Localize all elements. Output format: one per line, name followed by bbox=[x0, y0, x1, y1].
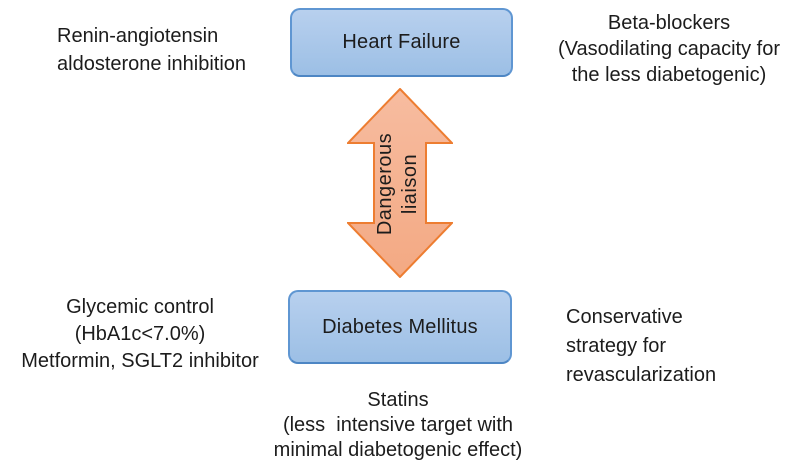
node-diabetes-mellitus-label: Diabetes Mellitus bbox=[322, 315, 478, 338]
node-heart-failure-label: Heart Failure bbox=[342, 31, 461, 53]
annotation-line: (Vasodilating capacity for bbox=[558, 38, 780, 60]
annotation-glycemic-control: Glycemic control (HbA1c<7.0%) Metformin,… bbox=[4, 294, 276, 375]
annotation-line: aldosterone inhibition bbox=[57, 53, 247, 75]
arrow-label-line: liaison bbox=[399, 153, 421, 215]
annotation-line: (less intensive target with bbox=[282, 414, 514, 436]
annotation-line: Statins bbox=[367, 389, 429, 411]
annotation-raas-inhibition: Renin-angiotensin aldosterone inhibition bbox=[57, 22, 246, 78]
annotation-line: Metformin, SGLT2 inhibitor bbox=[21, 350, 259, 372]
annotation-line: Glycemic control bbox=[66, 296, 214, 318]
annotation-line: revascularization bbox=[566, 364, 717, 386]
annotation-line: Renin-angiotensin bbox=[57, 25, 219, 47]
annotation-line: (HbA1c<7.0%) bbox=[74, 323, 206, 345]
annotation-line: Beta-blockers bbox=[607, 12, 731, 34]
annotation-line: the less diabetogenic) bbox=[571, 64, 767, 86]
annotation-conservative-strategy: Conservative strategy for revascularizat… bbox=[566, 303, 716, 390]
node-diabetes-mellitus: Diabetes Mellitus bbox=[288, 290, 512, 364]
annotation-line: Conservative bbox=[566, 306, 683, 328]
node-heart-failure: Heart Failure bbox=[290, 8, 513, 77]
double-arrow-icon bbox=[347, 88, 453, 278]
arrow-label-dangerous-liaison: Dangerous liaison bbox=[373, 133, 423, 235]
annotation-statins: Statins (less intensive target with mini… bbox=[233, 388, 563, 463]
annotation-line: minimal diabetogenic effect) bbox=[273, 439, 523, 461]
annotation-line: strategy for bbox=[566, 335, 667, 357]
annotation-beta-blockers: Beta-blockers (Vasodilating capacity for… bbox=[543, 10, 795, 88]
arrow-label-line: Dangerous bbox=[374, 132, 396, 236]
